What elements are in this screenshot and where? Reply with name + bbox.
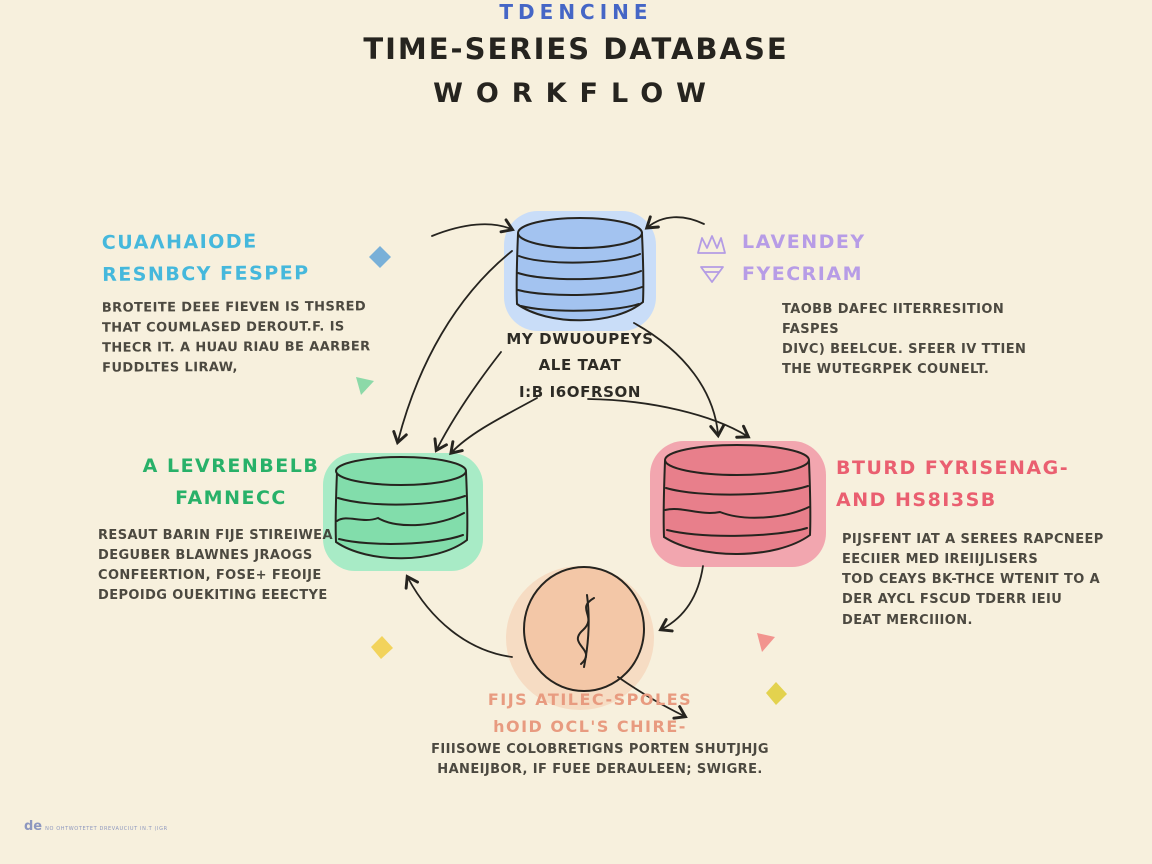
arrow-blue-to-green	[392, 250, 513, 446]
note-top-left-body: BROTEITE DEEE FIEVEN IS THSRED THAT COUM…	[101, 299, 371, 377]
arrow-peach-to-bottom-label	[617, 676, 688, 720]
note-bottom-heading: FIJS ATILEC-SPOLES hOID OCL'S CHIRE-	[487, 690, 693, 737]
arrow-center-to-red	[587, 398, 751, 439]
note-right-body: PIJSFENT IAT A SEREES RAPCNEEP EECIIER M…	[842, 532, 1104, 628]
watermark-mark: de	[24, 819, 43, 834]
watermark: de NO OHTWOTETET DREVAUCIUT IN.T (IGR	[24, 820, 168, 833]
note-right-heading: BTURD FYRISENAG- AND HS8I3SB	[836, 457, 1070, 512]
flow-arrows	[392, 215, 751, 720]
crown-icon	[697, 235, 726, 283]
red-database-icon	[662, 444, 812, 555]
arrow-blue-to-red	[633, 322, 726, 439]
center-note: MY DWUOUPEYS ALE TAAT I:B I6OFRSON	[506, 330, 654, 401]
note-bottom-body: FIIISOWE COLOBRETIGNS PORTEN SHUTJHJG HA…	[431, 742, 769, 778]
olive-diamond-icon	[766, 682, 787, 705]
arrow-center-to-green-2	[449, 397, 538, 456]
yellow-diamond-icon	[371, 636, 393, 659]
title-eyebrow: TDENCINE	[499, 0, 653, 24]
note-top-left-heading: CUAΛHAIODE RESNBCY FESPEP	[101, 230, 310, 287]
watermark-text: NO OHTWOTETET DREVAUCIUT IN.T (IGR	[45, 826, 168, 832]
pink-triangle-icon	[757, 633, 775, 652]
green-triangle-icon	[356, 377, 374, 395]
note-top-right-heading: LAVENDEY FYECRIAM	[742, 231, 866, 286]
arrow-red-to-peach	[658, 565, 704, 633]
diagram-title: TDENCINE TIME-SERIES DATABASE WORKFLOW	[0, 0, 1152, 109]
process-circle-icon	[523, 566, 645, 692]
arrow-center-to-green-1	[433, 351, 502, 453]
title-line-1: TIME-SERIES DATABASE	[363, 32, 789, 66]
note-top-right-body: TAOBB DAFEC IITERRESITION FASPES DIVC) B…	[782, 302, 1027, 378]
title-line-2: WORKFLOW	[433, 78, 719, 109]
blue-database-icon	[515, 217, 645, 322]
green-database-icon	[334, 456, 469, 560]
arrow-peach-to-green	[404, 574, 513, 658]
note-left-body: RESAUT BARIN FIJE STIREIWEA DEGUBER BLAW…	[98, 528, 333, 604]
blue-diamond-icon	[369, 246, 391, 268]
arrow-topleft-to-blue	[431, 218, 515, 237]
confetti-shapes	[356, 246, 787, 705]
note-left-heading: A LEVRENBELB FAMNECC	[142, 455, 320, 510]
arrow-topright-to-blue	[644, 215, 705, 230]
